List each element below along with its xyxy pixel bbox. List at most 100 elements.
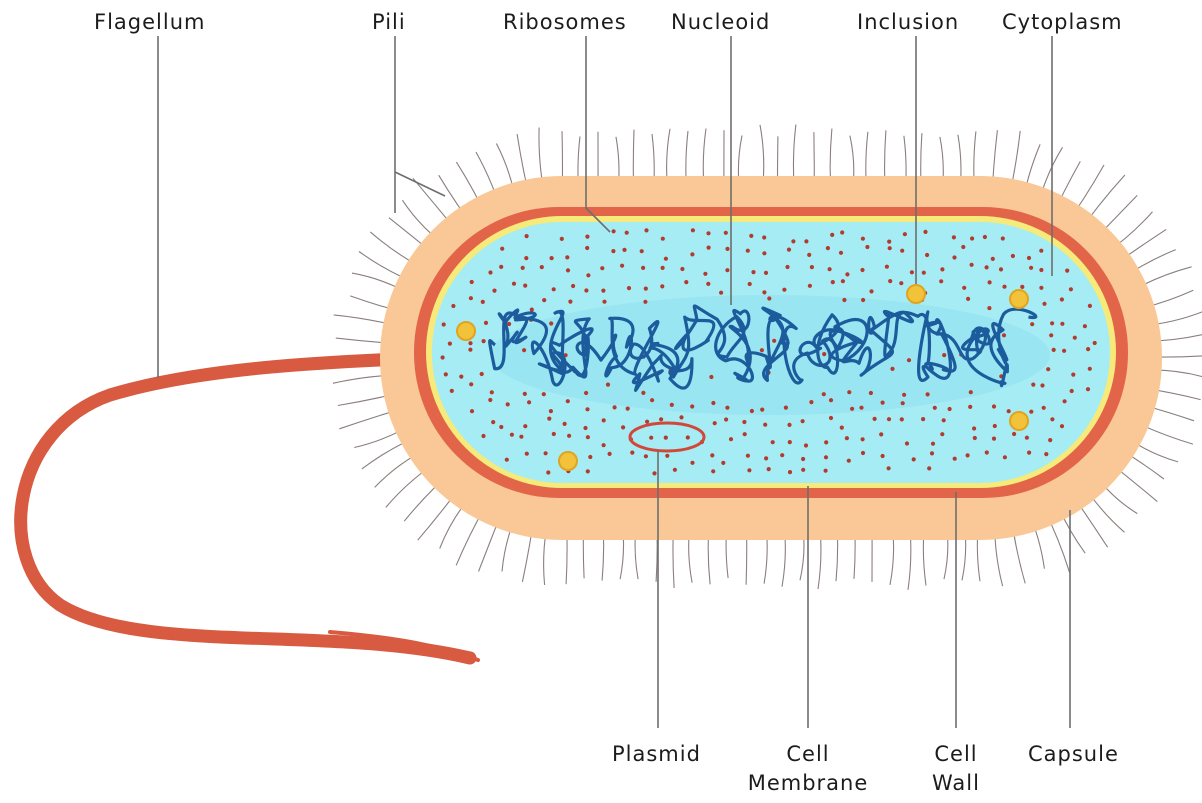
ribosome bbox=[801, 419, 805, 423]
ribosome bbox=[711, 401, 715, 405]
ribosome bbox=[627, 286, 631, 290]
ribosome bbox=[1060, 424, 1064, 428]
ribosome bbox=[584, 391, 588, 395]
ribosome bbox=[1029, 266, 1033, 270]
ribosome bbox=[549, 409, 553, 413]
ribosome bbox=[822, 392, 826, 396]
ribosome bbox=[560, 237, 564, 241]
ribosome bbox=[510, 433, 514, 437]
ribosome bbox=[1071, 373, 1075, 377]
ribosome bbox=[585, 407, 589, 411]
ribosome bbox=[448, 342, 452, 346]
ribosome bbox=[762, 235, 766, 239]
ribosome bbox=[970, 236, 974, 240]
ribosome bbox=[606, 383, 610, 387]
ribosome bbox=[499, 265, 503, 269]
ribosome bbox=[649, 436, 653, 440]
ribosome bbox=[746, 249, 750, 253]
ribosome bbox=[1042, 302, 1046, 306]
ribosome bbox=[905, 441, 909, 445]
ribosome bbox=[1070, 389, 1074, 393]
ribosome bbox=[525, 452, 529, 456]
ribosome bbox=[860, 268, 864, 272]
ribosome bbox=[1050, 321, 1054, 325]
ribosome bbox=[772, 339, 776, 343]
ribosome bbox=[881, 401, 885, 405]
label-pili: Pili bbox=[372, 9, 406, 35]
ribosome bbox=[664, 436, 668, 440]
ribosome bbox=[771, 440, 775, 444]
ribosome bbox=[571, 284, 575, 288]
ribosome bbox=[888, 246, 892, 250]
ribosome bbox=[999, 267, 1003, 271]
ribosome bbox=[506, 402, 510, 406]
ribosome bbox=[523, 392, 527, 396]
ribosome bbox=[902, 393, 906, 397]
ribosome bbox=[703, 272, 707, 276]
ribosome bbox=[993, 424, 997, 428]
ribosome bbox=[630, 451, 634, 455]
ribosome bbox=[1007, 409, 1011, 413]
ribosome bbox=[568, 300, 572, 304]
ribosome bbox=[824, 469, 828, 473]
ribosome bbox=[828, 267, 832, 271]
ribosome bbox=[1083, 324, 1087, 328]
ribosome bbox=[824, 440, 828, 444]
ribosome bbox=[710, 453, 714, 457]
ribosome bbox=[706, 282, 710, 286]
ribosome bbox=[840, 230, 844, 234]
label-cell-membrane-line1: Cell bbox=[758, 741, 858, 767]
ribosome bbox=[952, 255, 956, 259]
ribosome bbox=[887, 417, 891, 421]
inclusion-granule bbox=[1010, 412, 1028, 430]
ribosome bbox=[788, 440, 792, 444]
ribosome bbox=[650, 398, 654, 402]
ribosome bbox=[670, 403, 674, 407]
ribosome bbox=[826, 246, 830, 250]
ribosome bbox=[544, 451, 548, 455]
ribosome bbox=[641, 266, 645, 270]
ribosome bbox=[850, 407, 854, 411]
ribosome bbox=[1073, 336, 1077, 340]
ribosome bbox=[926, 392, 930, 396]
ribosome bbox=[751, 270, 755, 274]
ribosome bbox=[747, 468, 751, 472]
ribosome bbox=[550, 256, 554, 260]
ribosome bbox=[1012, 432, 1016, 436]
ribosome bbox=[1050, 417, 1054, 421]
ribosome bbox=[801, 457, 805, 461]
ribosome bbox=[1011, 254, 1015, 258]
ribosome bbox=[586, 469, 590, 473]
ribosome bbox=[588, 455, 592, 459]
ribosome bbox=[644, 454, 648, 458]
ribosome bbox=[890, 367, 894, 371]
ribosome bbox=[661, 266, 665, 270]
ribosome bbox=[459, 375, 463, 379]
ribosome bbox=[724, 417, 728, 421]
ribosome bbox=[680, 267, 684, 271]
ribosome bbox=[942, 353, 946, 357]
ribosome bbox=[804, 239, 808, 243]
ribosome bbox=[764, 271, 768, 275]
ribosome bbox=[643, 300, 647, 304]
ribosome bbox=[684, 280, 688, 284]
ribosome bbox=[519, 435, 523, 439]
ribosome bbox=[1086, 347, 1090, 351]
ribosome bbox=[801, 468, 805, 472]
ribosome bbox=[869, 289, 873, 293]
ribosome bbox=[845, 436, 849, 440]
ribosome bbox=[690, 404, 694, 408]
ribosome bbox=[879, 432, 883, 436]
label-ribosomes: Ribosomes bbox=[503, 9, 627, 35]
ribosome bbox=[939, 279, 943, 283]
ribosome bbox=[488, 270, 492, 274]
ribosome bbox=[484, 321, 488, 325]
inclusion-granule bbox=[907, 285, 925, 303]
ribosome bbox=[725, 268, 729, 272]
ribosome bbox=[966, 453, 970, 457]
ribosome bbox=[482, 339, 486, 343]
ribosome bbox=[942, 418, 946, 422]
ribosome bbox=[784, 406, 788, 410]
ribosome bbox=[468, 341, 472, 345]
ribosome bbox=[602, 300, 606, 304]
